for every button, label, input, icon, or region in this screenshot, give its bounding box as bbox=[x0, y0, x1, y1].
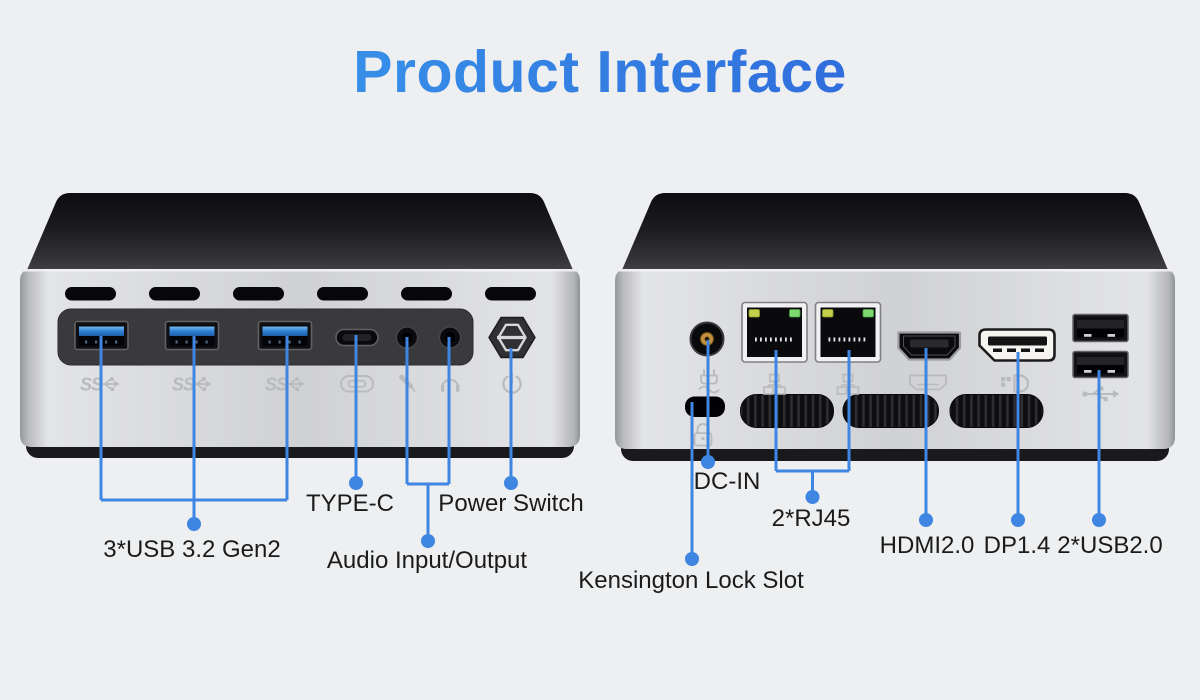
rear-vent-grilles bbox=[740, 394, 1044, 428]
callout-dot bbox=[349, 476, 363, 490]
seam-highlight bbox=[24, 269, 576, 272]
callout-dot bbox=[805, 490, 820, 504]
rj45-port-1 bbox=[741, 301, 808, 363]
label-usb3: 3*USB 3.2 Gen2 bbox=[103, 536, 281, 563]
label-usb2: 2*USB2.0 bbox=[1057, 532, 1163, 559]
device-lid bbox=[619, 193, 1171, 277]
label-type-c: TYPE-C bbox=[305, 490, 395, 517]
power-switch-button bbox=[488, 316, 536, 359]
device-lid bbox=[24, 193, 576, 277]
usb-a-port-2 bbox=[164, 320, 220, 351]
label-dp: DP1.4 bbox=[983, 532, 1051, 559]
hdmi-port bbox=[897, 331, 962, 361]
callout-dot bbox=[919, 513, 933, 527]
label-hdmi: HDMI2.0 bbox=[879, 532, 975, 559]
front-vent-slots bbox=[65, 287, 536, 301]
callout-dot bbox=[504, 476, 518, 490]
usb-a-port-1 bbox=[74, 320, 129, 351]
displayport-port bbox=[978, 328, 1056, 362]
svg-text:SS: SS bbox=[80, 375, 103, 395]
callout-dot bbox=[1092, 513, 1106, 527]
dc-in-jack bbox=[689, 321, 725, 357]
callout-dot bbox=[421, 534, 435, 548]
label-kensington: Kensington Lock Slot bbox=[578, 567, 804, 594]
front-device-illustration: SS SS SS bbox=[20, 193, 580, 458]
callout-dot bbox=[187, 517, 201, 531]
label-power: Power Switch bbox=[438, 490, 584, 517]
label-dc-in: DC-IN bbox=[693, 468, 761, 495]
mic-jack bbox=[395, 326, 419, 349]
callout-dot bbox=[1011, 513, 1025, 527]
label-rj45: 2*RJ45 bbox=[771, 505, 851, 532]
seam-highlight bbox=[619, 269, 1171, 272]
label-audio: Audio Input/Output bbox=[326, 547, 528, 574]
usb2-port-top bbox=[1072, 313, 1129, 343]
svg-text:SS: SS bbox=[172, 375, 195, 395]
type-c-port bbox=[335, 328, 379, 347]
rj45-port-2 bbox=[814, 301, 882, 363]
page-title: Product Interface bbox=[0, 38, 1200, 106]
usb-a-port-3 bbox=[257, 320, 313, 351]
displayport-icon bbox=[1001, 374, 1030, 393]
kensington-lock-slot bbox=[685, 396, 725, 417]
svg-text:SS: SS bbox=[265, 375, 288, 395]
usb2-port-bottom bbox=[1072, 350, 1129, 379]
back-device-illustration bbox=[615, 193, 1175, 461]
callout-dot bbox=[685, 552, 699, 566]
headphone-jack bbox=[438, 326, 462, 349]
hdmi-icon bbox=[909, 374, 947, 391]
